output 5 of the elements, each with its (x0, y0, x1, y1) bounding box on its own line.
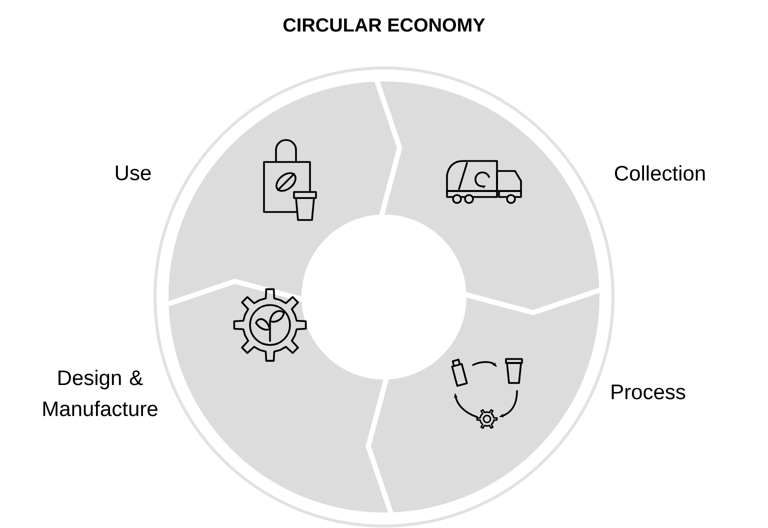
segment-label: Use (116, 166, 151, 180)
segment-label: Design & Manufacture (43, 370, 158, 416)
segment-label: Process (612, 384, 686, 400)
title: CIRCULAR ECONOMY (283, 18, 485, 32)
segment-label: Collection (614, 165, 705, 181)
